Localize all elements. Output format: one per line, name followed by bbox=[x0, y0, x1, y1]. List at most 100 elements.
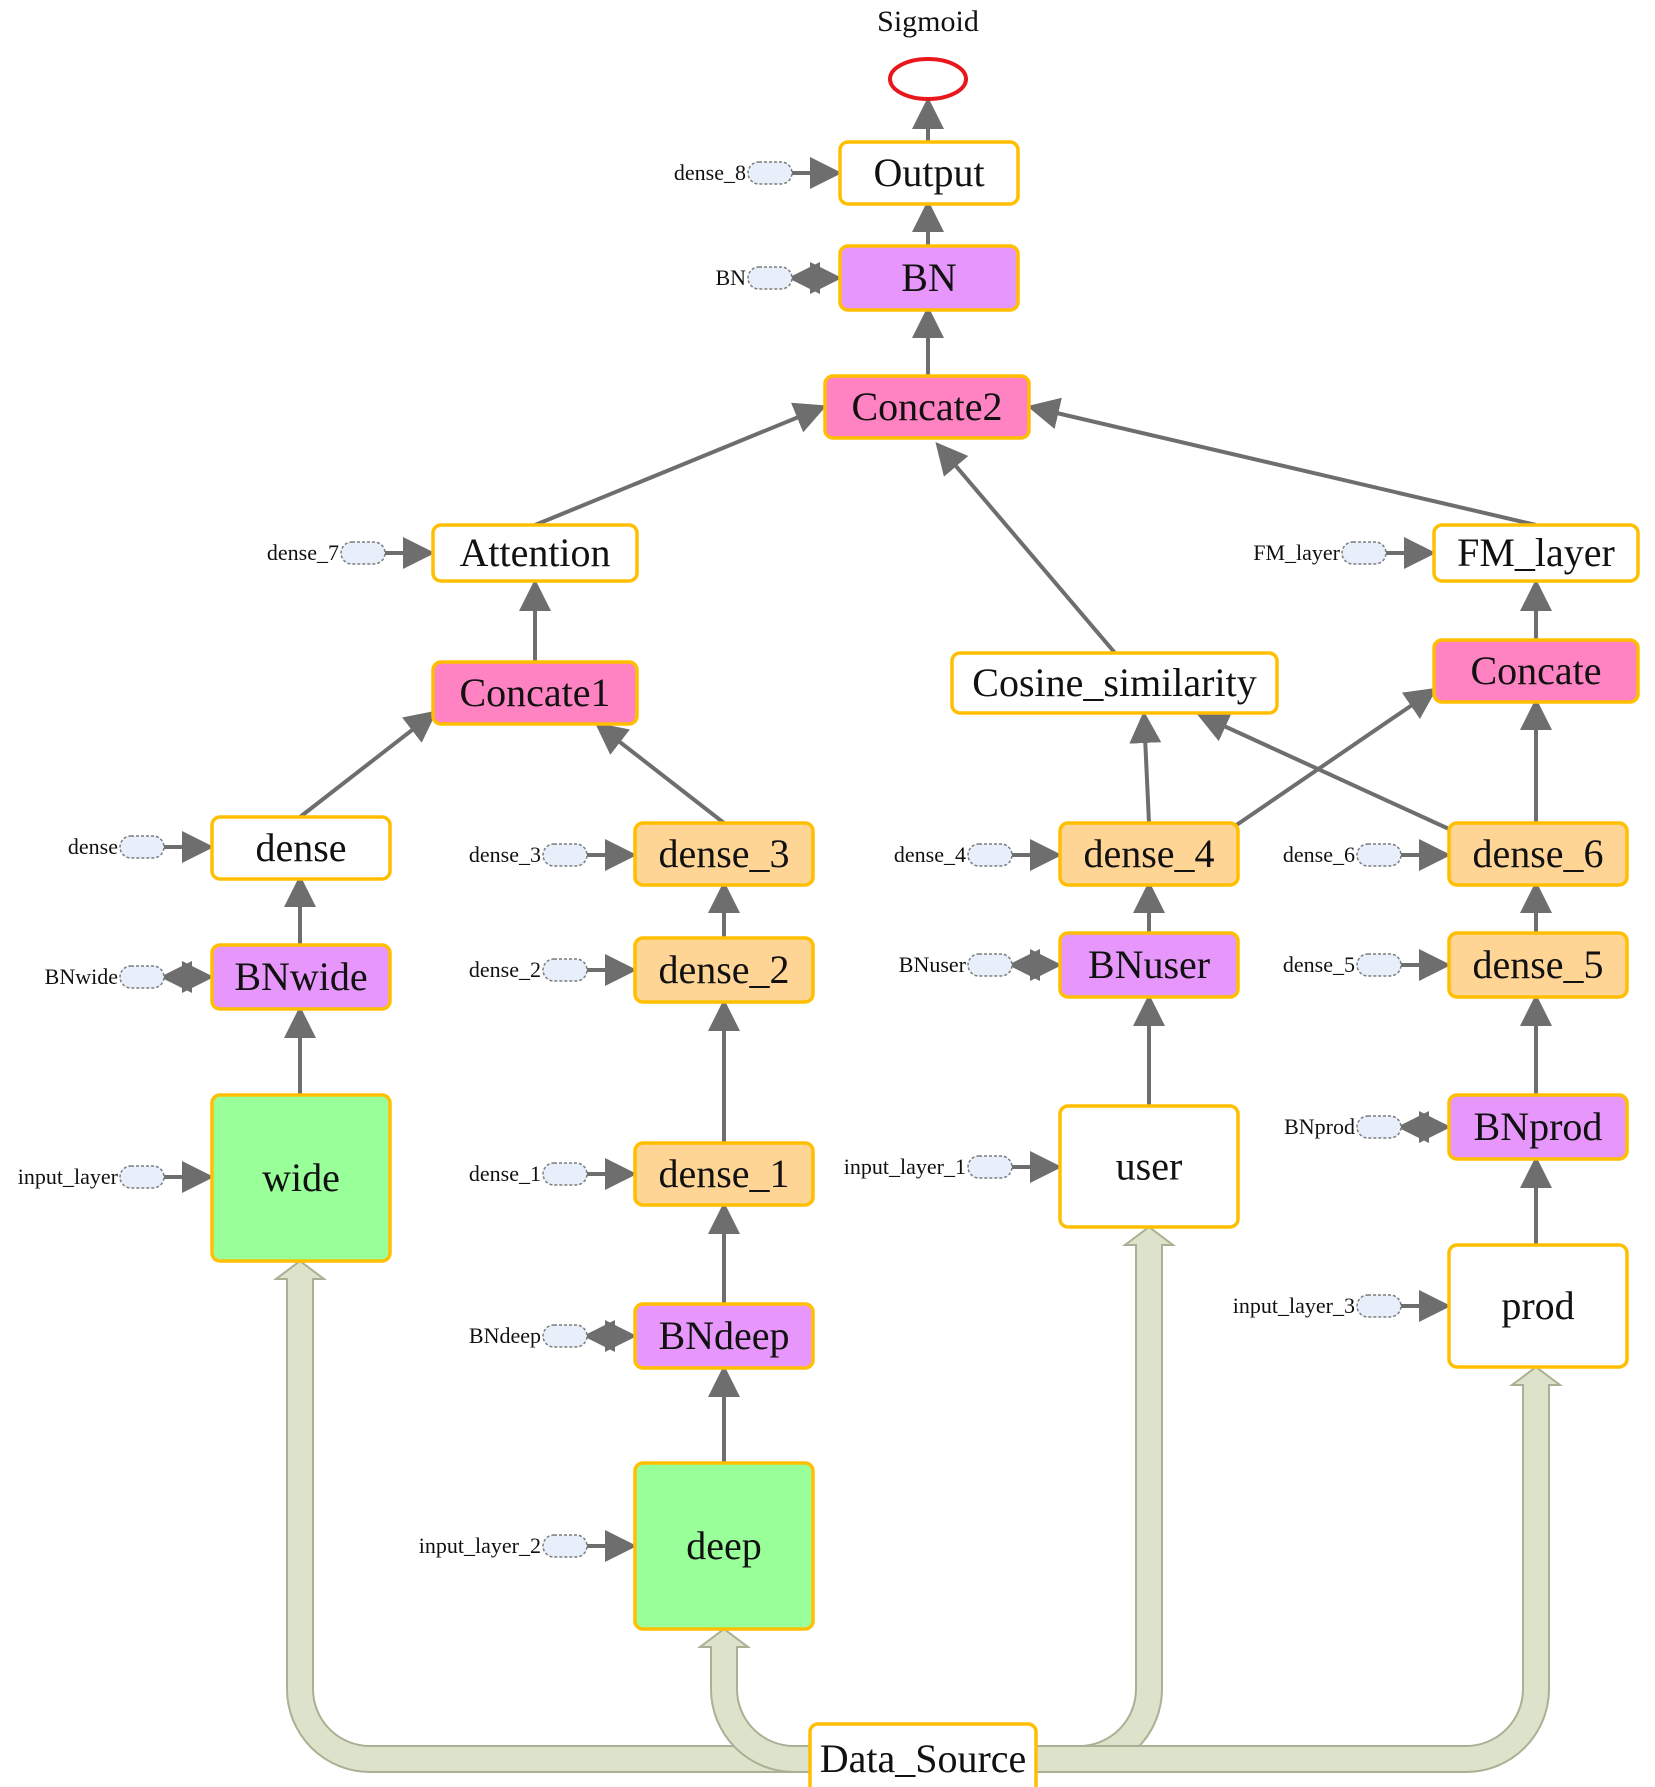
node-label-attention: Attention bbox=[459, 530, 610, 575]
node-box-bnwide bbox=[210, 943, 392, 1011]
node-label-concate2: Concate2 bbox=[851, 384, 1002, 429]
side-input-pill-fm_layer bbox=[1341, 541, 1387, 565]
node-label-wide: wide bbox=[262, 1155, 340, 1200]
side-input-pill-dense_6 bbox=[1356, 843, 1402, 867]
side-input-label-bnuser: BNuser bbox=[899, 952, 967, 977]
node-box-concate1 bbox=[431, 660, 639, 726]
edge-dense_3-to-concate1 bbox=[594, 722, 726, 825]
side-input-pill-dense bbox=[119, 835, 165, 859]
sigmoid-output-ellipse bbox=[888, 57, 968, 101]
edge-dense_4-to-cosine bbox=[1129, 711, 1162, 824]
side-input-pill-bndeep bbox=[542, 1324, 588, 1348]
node-label-dense_5: dense_5 bbox=[1472, 942, 1603, 987]
node-label-prod: prod bbox=[1501, 1283, 1574, 1328]
node-box-dense_5 bbox=[1447, 931, 1629, 999]
node-label-deep: deep bbox=[686, 1523, 762, 1568]
side-input-pill-bnwide bbox=[119, 965, 165, 989]
side-input-label-output: dense_8 bbox=[674, 160, 746, 185]
side-input-label-deep: input_layer_2 bbox=[419, 1533, 541, 1558]
sigmoid-label: Sigmoid bbox=[877, 5, 979, 38]
node-box-bnuser bbox=[1058, 931, 1240, 999]
node-label-bndeep: BNdeep bbox=[658, 1313, 789, 1358]
node-box-output bbox=[838, 140, 1020, 206]
side-input-pill-wide bbox=[119, 1165, 165, 1189]
side-input-label-dense_2: dense_2 bbox=[469, 957, 541, 982]
side-input-label-dense_4: dense_4 bbox=[894, 842, 966, 867]
side-input-pill-prod bbox=[1356, 1294, 1402, 1318]
node-box-bndeep bbox=[633, 1302, 815, 1370]
side-input-label-bndeep: BNdeep bbox=[469, 1323, 541, 1348]
node-box-dense_3 bbox=[633, 821, 815, 887]
node-label-fm_layer: FM_layer bbox=[1457, 530, 1615, 575]
node-label-concate1: Concate1 bbox=[459, 670, 610, 715]
node-box-deep bbox=[633, 1461, 815, 1631]
side-input-label-dense_5: dense_5 bbox=[1283, 952, 1355, 977]
flow-data_source-to-prod bbox=[1035, 1365, 1563, 1773]
side-input-pill-attention bbox=[340, 541, 386, 565]
node-box-concate2 bbox=[823, 374, 1031, 440]
side-input-label-dense_1: dense_1 bbox=[469, 1161, 541, 1186]
side-input-label-wide: input_layer bbox=[18, 1164, 119, 1189]
side-input-pill-dense_2 bbox=[542, 958, 588, 982]
node-box-fm_layer bbox=[1432, 523, 1640, 583]
flow-data_source-to-wide bbox=[273, 1259, 811, 1773]
node-box-dense_2 bbox=[633, 936, 815, 1004]
node-label-output: Output bbox=[873, 150, 984, 195]
node-box-bn bbox=[838, 244, 1020, 312]
node-box-bnprod bbox=[1447, 1093, 1629, 1161]
side-input-pill-deep bbox=[542, 1534, 588, 1558]
node-box-cosine bbox=[950, 651, 1279, 715]
node-label-bnprod: BNprod bbox=[1474, 1104, 1603, 1149]
edge-cosine-to-concate2 bbox=[935, 441, 1117, 655]
edge-dense_4-to-concate bbox=[1233, 687, 1438, 828]
side-input-label-user: input_layer_1 bbox=[844, 1154, 966, 1179]
flow-data_source-to-deep bbox=[697, 1627, 811, 1773]
side-input-pill-user bbox=[967, 1155, 1013, 1179]
node-label-dense_1: dense_1 bbox=[658, 1151, 789, 1196]
side-input-label-fm_layer: FM_layer bbox=[1253, 540, 1340, 565]
edge-fm_layer-to-concate2 bbox=[1027, 397, 1537, 527]
node-label-dense_3: dense_3 bbox=[658, 831, 789, 876]
node-box-prod bbox=[1447, 1243, 1629, 1369]
edge-dense-to-concate1 bbox=[298, 710, 438, 819]
side-input-label-bnprod: BNprod bbox=[1284, 1114, 1355, 1139]
node-box-dense bbox=[210, 815, 392, 881]
node-label-dense_4: dense_4 bbox=[1083, 831, 1214, 876]
side-input-label-dense: dense bbox=[68, 834, 118, 859]
side-input-label-prod: input_layer_3 bbox=[1233, 1293, 1355, 1318]
node-box-data_source bbox=[808, 1722, 1038, 1787]
node-box-dense_1 bbox=[633, 1141, 815, 1207]
side-input-pill-dense_1 bbox=[542, 1162, 588, 1186]
flow-data_source-to-user bbox=[1035, 1225, 1176, 1773]
node-label-data_source: Data_Source bbox=[820, 1736, 1027, 1781]
side-input-pill-dense_4 bbox=[967, 843, 1013, 867]
node-box-user bbox=[1058, 1104, 1240, 1229]
side-input-label-bnwide: BNwide bbox=[45, 964, 118, 989]
side-input-pill-dense_3 bbox=[542, 843, 588, 867]
edge-attention-to-concate2 bbox=[534, 402, 827, 527]
side-input-pill-bnprod bbox=[1356, 1115, 1402, 1139]
node-label-bn: BN bbox=[901, 255, 957, 300]
node-box-attention bbox=[431, 523, 639, 583]
side-input-label-dense_6: dense_6 bbox=[1283, 842, 1355, 867]
side-input-pill-dense_5 bbox=[1356, 953, 1402, 977]
node-label-bnuser: BNuser bbox=[1088, 942, 1210, 987]
node-box-concate bbox=[1432, 638, 1640, 704]
side-input-label-dense_3: dense_3 bbox=[469, 842, 541, 867]
node-label-dense_2: dense_2 bbox=[658, 947, 789, 992]
node-label-bnwide: BNwide bbox=[234, 954, 367, 999]
node-label-user: user bbox=[1116, 1144, 1183, 1189]
side-input-pill-output bbox=[747, 161, 793, 185]
side-input-label-bn: BN bbox=[715, 265, 746, 290]
node-label-concate: Concate bbox=[1470, 648, 1601, 693]
side-input-pill-bn bbox=[747, 266, 793, 290]
side-input-pill-bnuser bbox=[967, 953, 1013, 977]
node-box-wide bbox=[210, 1093, 392, 1263]
node-label-dense: dense bbox=[255, 825, 346, 870]
node-box-dense_4 bbox=[1058, 821, 1240, 887]
node-label-dense_6: dense_6 bbox=[1472, 831, 1603, 876]
side-input-label-attention: dense_7 bbox=[267, 540, 339, 565]
edge-dense_6-to-cosine bbox=[1196, 712, 1450, 831]
node-label-cosine: Cosine_similarity bbox=[972, 660, 1256, 705]
